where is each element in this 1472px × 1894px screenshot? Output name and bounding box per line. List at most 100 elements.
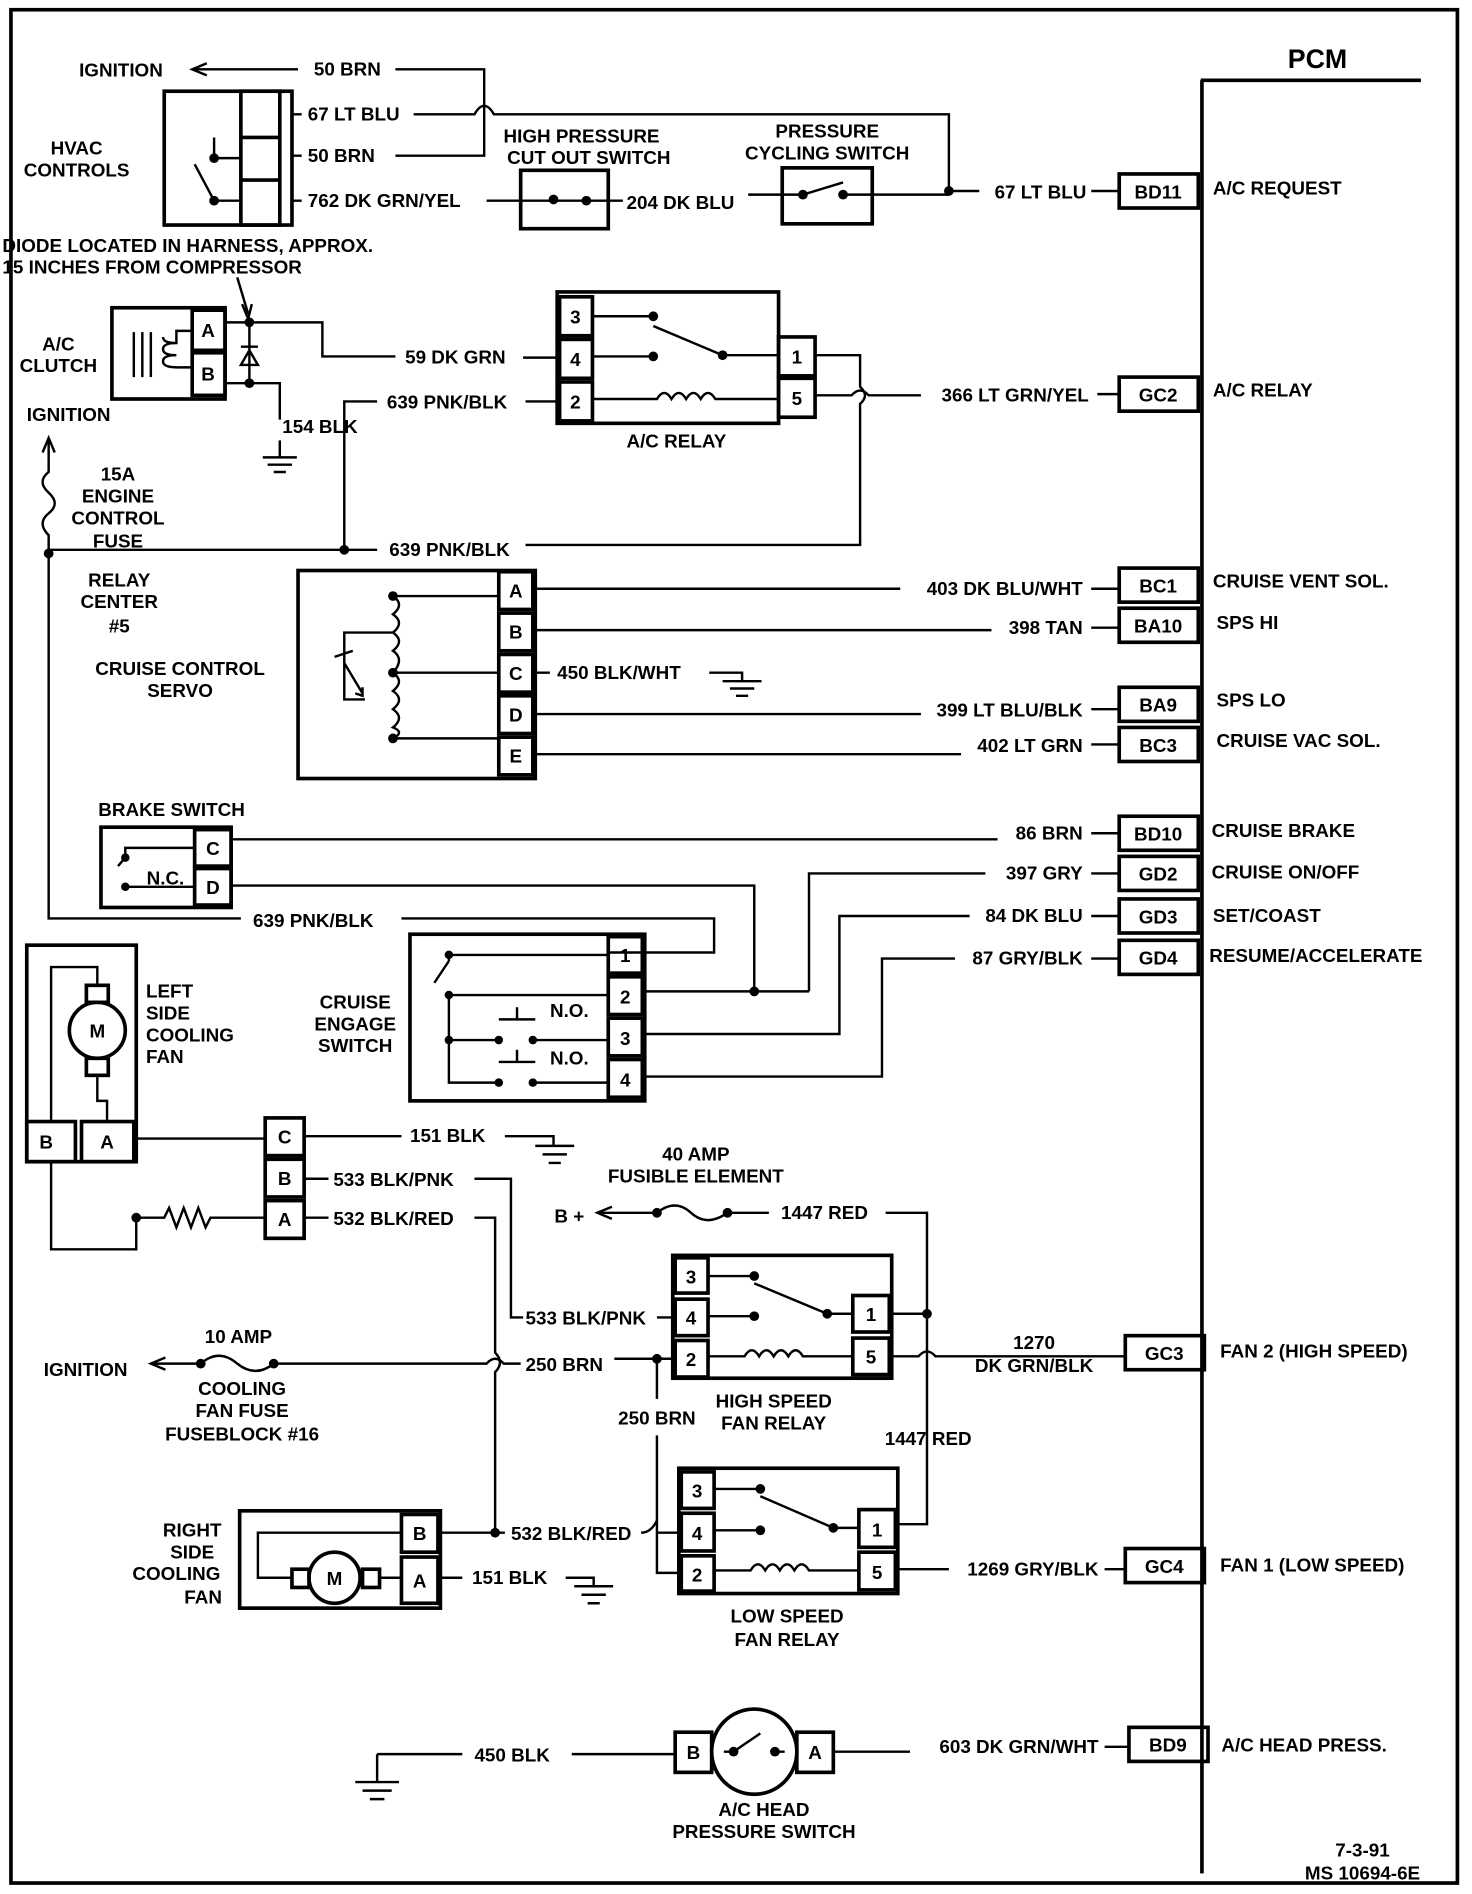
- wire: [231, 838, 998, 992]
- pcm-pin-ba10: BA10 398 TAN SPS HI: [1009, 606, 1279, 645]
- pcm-pin-gc4: GC4 1269 GRY/BLK FAN 1 (LOW SPEED): [967, 1546, 1404, 1585]
- no-label: N.O.: [550, 1047, 589, 1068]
- wire: [474, 1177, 524, 1533]
- fan-label: SIDE: [170, 1541, 214, 1562]
- ground-icon: [262, 440, 297, 474]
- connector-box: [1117, 606, 1201, 645]
- connector-box: [1117, 897, 1201, 935]
- junction-dot: [528, 1035, 538, 1045]
- connector-box: [190, 350, 227, 398]
- pin-label: E: [510, 746, 523, 767]
- junction-dot: [494, 1035, 504, 1045]
- wire: [748, 181, 949, 196]
- connector-box: [1117, 375, 1201, 413]
- ignition-label: IGNITION: [79, 60, 163, 81]
- wire-label: 397 GRY: [1006, 862, 1083, 883]
- pin-label: 4: [570, 349, 581, 370]
- ground-icon: [355, 1752, 463, 1801]
- junction-dot: [121, 853, 130, 862]
- junction-dot: [209, 153, 219, 164]
- junction-dot: [749, 986, 760, 997]
- switch-label: CRUISE: [320, 991, 391, 1012]
- fuse-label: 10 AMP: [205, 1326, 272, 1347]
- connector-box: [84, 983, 111, 1005]
- connector-box: [296, 568, 538, 781]
- connector-box: [1117, 172, 1201, 210]
- junction-dot: [828, 1522, 839, 1533]
- connector-box: [1117, 685, 1201, 724]
- junction-dot: [131, 1212, 142, 1223]
- connector-box: [496, 611, 535, 653]
- ac-relay: 3 4 2 1 5 A/C RELAY 639 PNK/BLK 639 PNK/…: [48, 290, 921, 560]
- pin-label: A: [509, 580, 523, 601]
- pin-id: GC3: [1145, 1343, 1184, 1364]
- fan-connector: C B A 151 BLK 533 BLK/PNK 532 BLK/RED: [263, 1116, 575, 1533]
- connector-box: [1123, 1546, 1207, 1585]
- pin-function: FAN 1 (LOW SPEED): [1220, 1555, 1404, 1576]
- wire: [655, 1435, 682, 1575]
- fan-label: FAN: [184, 1586, 222, 1607]
- pin-label: 4: [686, 1308, 697, 1329]
- connector-box: [360, 1567, 382, 1590]
- fuse-label: ENGINE: [82, 485, 154, 506]
- note-text: 15 INCHES FROM COMPRESSOR: [2, 257, 302, 278]
- wire-label: 250 BRN: [618, 1407, 696, 1428]
- pcm-pin-gc3: GC3 1270 DK GRN/BLK FAN 2 (HIGH SPEED): [975, 1332, 1408, 1376]
- cruise-engage-switch: CRUISE ENGAGE SWITCH 1 2 3 4 N.O. N.O.: [314, 932, 647, 1103]
- pin-label: 5: [866, 1347, 876, 1368]
- pin-function: CRUISE BRAKE: [1212, 820, 1355, 841]
- pin-function: SPS HI: [1217, 612, 1279, 633]
- wire-label: 1447 RED: [885, 1428, 972, 1449]
- connector-box: [1117, 938, 1201, 977]
- pin-id: GD4: [1139, 948, 1178, 969]
- footer: 7-3-91 MS 10694-6E: [1305, 1839, 1420, 1883]
- wire-label: 532 BLK/RED: [511, 1523, 631, 1544]
- switch-label: ENGAGE: [314, 1013, 396, 1034]
- pin-function: RESUME/ACCELERATE: [1209, 945, 1422, 966]
- connector-box: [263, 1198, 306, 1241]
- pin-label: D: [509, 704, 523, 725]
- pin-id: GD2: [1139, 864, 1178, 885]
- connector-box: [84, 1056, 111, 1078]
- fan-label: RIGHT: [163, 1519, 222, 1540]
- junction-dot: [528, 1078, 538, 1087]
- left-side-cooling-fan: B A M LEFT SIDE COOLING FAN: [24, 943, 266, 1251]
- wire-label: 87 GRY/BLK: [972, 948, 1083, 969]
- wire: [193, 137, 241, 202]
- connector-box: [676, 1466, 900, 1596]
- servo-label: CRUISE CONTROL: [95, 658, 265, 679]
- connector-box: [162, 89, 294, 227]
- switch-label: PRESSURE SWITCH: [672, 1821, 855, 1842]
- pin-id: BD11: [1135, 181, 1182, 202]
- ground-icon: [565, 1576, 614, 1605]
- connector-box: [606, 1057, 645, 1100]
- pin-function: CRUISE VAC SOL.: [1217, 730, 1381, 751]
- connector-box: [557, 337, 595, 381]
- pin-label: 2: [570, 392, 580, 413]
- junction-dot: [648, 351, 659, 362]
- wire: [714, 1487, 859, 1573]
- relay-label: FAN RELAY: [721, 1412, 826, 1433]
- relay-center-label: #5: [109, 616, 130, 637]
- wire: [304, 1134, 402, 1219]
- connector-box: [399, 1555, 440, 1606]
- pin-label: A: [100, 1131, 114, 1152]
- wire-label: 84 DK BLU: [985, 905, 1082, 926]
- junction-dot: [339, 544, 350, 555]
- pin-label: 1: [866, 1304, 876, 1325]
- pin-label: B: [413, 1523, 427, 1544]
- wire-label: 639 PNK/BLK: [387, 392, 508, 413]
- pin-label: B: [687, 1742, 701, 1763]
- wire: [413, 104, 980, 193]
- fuse-icon: [147, 1354, 521, 1373]
- relay-label: FAN RELAY: [735, 1629, 840, 1650]
- pcm-pin-gc2: GC2 366 LT GRN/YEL A/C RELAY: [941, 375, 1313, 413]
- wire: [571, 1750, 910, 1756]
- fuse-label: CONTROL: [71, 507, 164, 528]
- junction-dot: [798, 189, 808, 200]
- pin-label: 1: [792, 347, 802, 368]
- wire-label: 250 BRN: [526, 1354, 604, 1375]
- pcm-pin-gd3: GD3 84 DK BLU SET/COAST: [985, 897, 1321, 935]
